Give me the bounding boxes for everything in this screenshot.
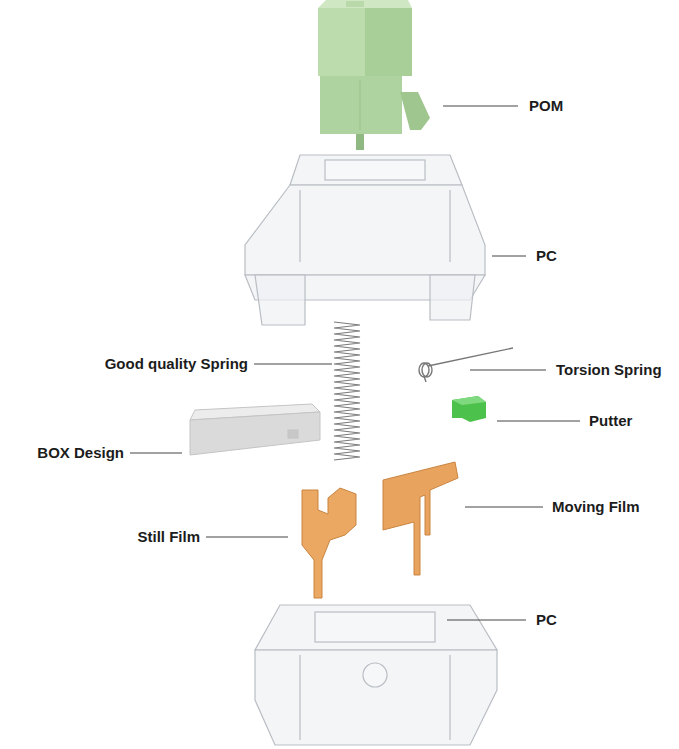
still-film (302, 488, 356, 598)
stem-leg (400, 92, 430, 130)
housing-body (245, 185, 485, 275)
part-label: PC (536, 247, 557, 265)
putter (452, 396, 486, 422)
moving-film (383, 462, 458, 575)
leader-line (465, 507, 543, 508)
part-label: POM (529, 97, 563, 115)
torsion-coil (422, 363, 432, 377)
housing-body (255, 650, 497, 745)
housing-post (363, 663, 387, 687)
housing-top (290, 155, 462, 185)
housing-edge (449, 190, 450, 262)
stem-body (320, 76, 402, 134)
putter-top (452, 396, 486, 405)
torsion-arm (428, 348, 513, 366)
housing-cavity (315, 612, 435, 642)
leader-line (254, 364, 332, 365)
leader-line (206, 537, 288, 538)
bottom-housing (255, 605, 497, 745)
housing-edge (299, 190, 300, 262)
box-front (190, 412, 320, 455)
housing-edge (449, 655, 450, 740)
torsion-leg (424, 376, 426, 382)
part-label: Still Film (137, 528, 200, 546)
part-label: Putter (589, 412, 632, 430)
part-label: Moving Film (552, 498, 640, 516)
part-label: Torsion Spring (556, 361, 662, 379)
part-label: Good quality Spring (105, 355, 248, 373)
housing-leg (430, 275, 475, 320)
stem-cross (346, 1, 364, 7)
top-housing (245, 155, 485, 325)
stem (318, 0, 430, 150)
part-label: PC (536, 611, 557, 629)
stem-face (318, 8, 365, 76)
box-notch (288, 430, 298, 438)
housing-edge (299, 655, 300, 740)
stem-face (365, 8, 412, 76)
leader-line (443, 106, 518, 107)
stem-top (318, 0, 412, 8)
leader-line (447, 620, 526, 621)
part-label: BOX Design (37, 444, 124, 462)
leader-line (492, 256, 526, 257)
spring (334, 322, 360, 460)
torsion-spring (419, 348, 513, 382)
putter-body (452, 396, 486, 422)
leader-line (470, 370, 546, 371)
housing-top (255, 605, 497, 650)
stem-pole (356, 134, 364, 150)
stem-edge (360, 80, 361, 130)
box-block (190, 404, 320, 455)
leader-line (497, 421, 580, 422)
housing-hole (325, 160, 425, 180)
leader-line (130, 453, 182, 454)
housing-leg (255, 275, 305, 325)
